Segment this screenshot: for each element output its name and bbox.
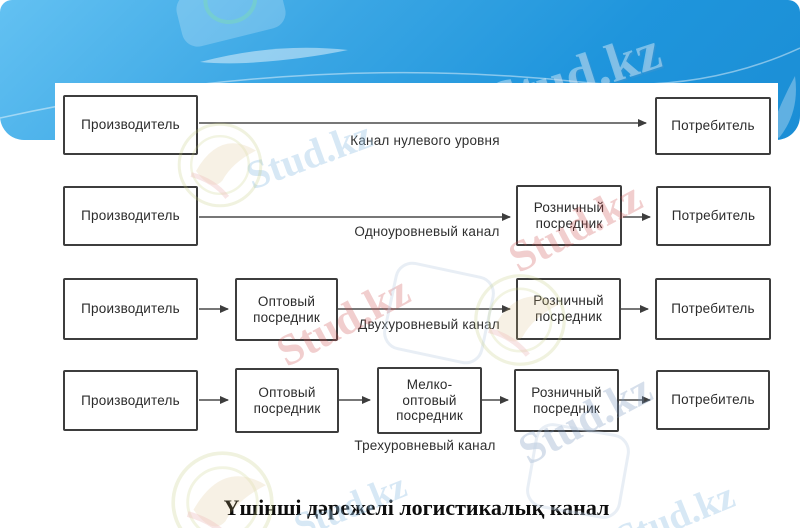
box-producer-row3: Производитель	[63, 278, 198, 340]
channel-label-row2: Одноуровневый канал	[354, 224, 500, 239]
box-consumer-row1: Потребитель	[655, 97, 771, 155]
channel-label-row4: Трехуровневый канал	[354, 438, 496, 453]
box-retail-row2: Розничный посредник	[516, 185, 622, 246]
box-small-wholesale-row4: Мелко-оптовый посредник	[377, 367, 482, 434]
box-consumer-row4: Потребитель	[656, 370, 770, 430]
slide-title: Үшінші дәрежелі логистикалық канал	[223, 495, 610, 520]
channel-label-row3: Двухуровневый канал	[358, 317, 500, 332]
box-retail-row4: Розничный посредник	[514, 369, 619, 432]
box-retail-row3: Розничный посредник	[516, 278, 621, 340]
diagram-panel	[55, 83, 778, 528]
logo-ring-icon	[198, 0, 263, 30]
channel-label-row1: Канал нулевого уровня	[350, 133, 500, 148]
box-consumer-row2: Потребитель	[656, 186, 771, 246]
box-producer-row2: Производитель	[63, 186, 198, 246]
box-wholesale-row3: Оптовый посредник	[235, 278, 338, 341]
box-wholesale-row4: Оптовый посредник	[235, 368, 339, 433]
box-consumer-row3: Потребитель	[655, 278, 771, 340]
box-producer-row1: Производитель	[63, 95, 198, 155]
box-producer-row4: Производитель	[63, 370, 198, 431]
